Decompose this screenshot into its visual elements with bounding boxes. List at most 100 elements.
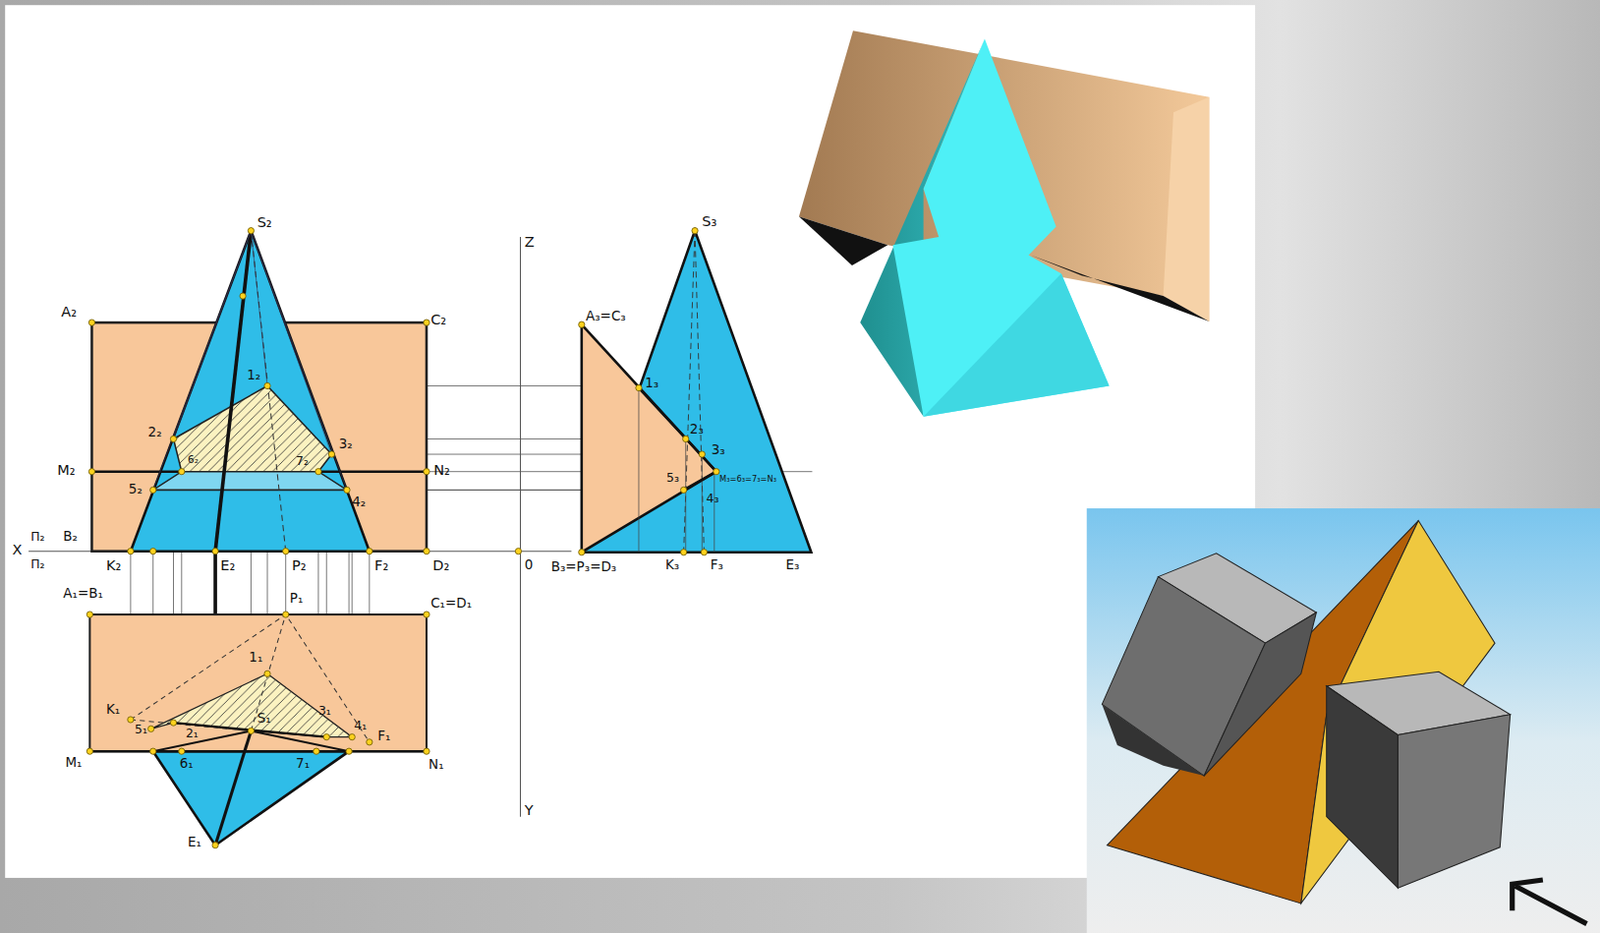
construction-points-part (247, 727, 254, 734)
construction-points-part (283, 548, 289, 555)
construction-points-part (88, 468, 95, 475)
side-view-part (638, 388, 717, 491)
side-view-part (581, 324, 717, 553)
point-label: 1₁ (248, 649, 263, 665)
point-label: 2₁ (185, 726, 199, 741)
construction-points-part (313, 747, 320, 754)
point-label: 4₁ (353, 718, 367, 733)
construction-points-part (239, 292, 246, 299)
point-label: 7₁ (295, 755, 310, 771)
point-label: S₂ (257, 214, 273, 230)
side-view-part (581, 230, 812, 553)
top-view-part (151, 673, 353, 737)
point-label: A₂ (60, 303, 77, 320)
point-label: 4₂ (351, 494, 366, 510)
point-label: N₂ (433, 461, 451, 478)
construction-points-part (423, 319, 430, 326)
construction-points-part (315, 468, 322, 475)
point-label: M₃=6₃=7₃=N₃ (719, 474, 777, 484)
construction-points-part (148, 725, 155, 732)
pyramid-3d-part (1163, 97, 1210, 322)
top-view-part (89, 614, 427, 751)
construction-points-part (578, 549, 585, 556)
point-label: 4₃ (705, 491, 719, 506)
point-label: P₁ (289, 590, 304, 606)
pyramid-3d (799, 30, 1209, 416)
point-label: Π₂ (30, 557, 45, 572)
front-view-part (91, 469, 427, 473)
construction-points-part (514, 548, 521, 555)
construction-points-part (423, 611, 430, 618)
top-view-part (153, 722, 349, 751)
prism-cubes-3d-part (1326, 685, 1399, 889)
point-label: 2₃ (689, 421, 704, 437)
point-label: 3₁ (318, 703, 332, 718)
point-label: X (11, 541, 22, 558)
top-view (89, 614, 427, 846)
construction-points-part (127, 716, 134, 723)
point-label: 3₃ (711, 442, 726, 458)
construction-points-part (178, 468, 185, 475)
point-label: C₁=D₁ (430, 595, 472, 611)
point-label: E₃ (785, 557, 800, 572)
top-view-part (89, 749, 427, 753)
construction-points-part (283, 611, 289, 618)
construction-points-part (323, 734, 330, 741)
point-label: F₁ (377, 728, 391, 743)
point-label: P₂ (291, 557, 307, 573)
construction-points-part (698, 451, 705, 458)
construction-points-part (178, 747, 185, 754)
construction-points-part (700, 549, 707, 556)
front-view (91, 230, 427, 615)
point-label: B₂ (62, 528, 78, 544)
prism-cubes-3d (1086, 508, 1600, 933)
construction-points (86, 228, 720, 849)
point-label: F₂ (374, 557, 389, 573)
construction-points-part (150, 747, 157, 754)
point-label: C₂ (430, 311, 447, 328)
construction-points-part (127, 548, 134, 555)
point-label: 1₃ (644, 375, 659, 391)
point-label: 5₃ (666, 470, 680, 485)
construction-points-part (713, 468, 720, 475)
point-label: Z (524, 233, 535, 250)
point-label: N₁ (428, 756, 445, 772)
construction-points-part (691, 228, 698, 234)
point-label: 7₂ (295, 454, 309, 468)
construction-points-part (423, 747, 430, 754)
point-label: M₁ (64, 754, 82, 770)
point-label: K₃ (665, 557, 680, 572)
construction-points-part (150, 548, 157, 555)
prism-cubes-3d-part (1203, 612, 1316, 776)
construction-points-part (423, 548, 430, 555)
construction-points-part (88, 319, 95, 326)
construction-points-part (86, 747, 93, 754)
point-label: 3₂ (339, 436, 353, 452)
construction-points-part (170, 719, 176, 726)
point-label: S₃ (701, 213, 717, 229)
point-label: 5₂ (128, 481, 143, 497)
side-view-part (638, 388, 715, 553)
construction-points-part (212, 842, 219, 849)
pyramid-3d-part (799, 216, 888, 266)
point-label: F₃ (710, 557, 724, 572)
point-label: E₁ (187, 834, 202, 850)
point-label: A₁=B₁ (62, 585, 104, 601)
construction-points-part (150, 486, 157, 493)
construction-points-part (683, 435, 689, 442)
white-panel-part (4, 4, 1256, 878)
axes-part (519, 236, 521, 817)
point-label: Π₂ (30, 529, 45, 544)
point-label: S₁ (257, 710, 272, 726)
point-label: 6₁ (179, 755, 194, 771)
construction-points-part (681, 549, 687, 556)
side-view-part (684, 230, 705, 553)
top-view-part (153, 750, 349, 846)
point-label: K₂ (106, 557, 121, 573)
point-label: 0 (524, 557, 534, 572)
construction-points-part (264, 670, 271, 677)
construction-points-part (366, 739, 373, 745)
construction-points-part (170, 435, 176, 442)
